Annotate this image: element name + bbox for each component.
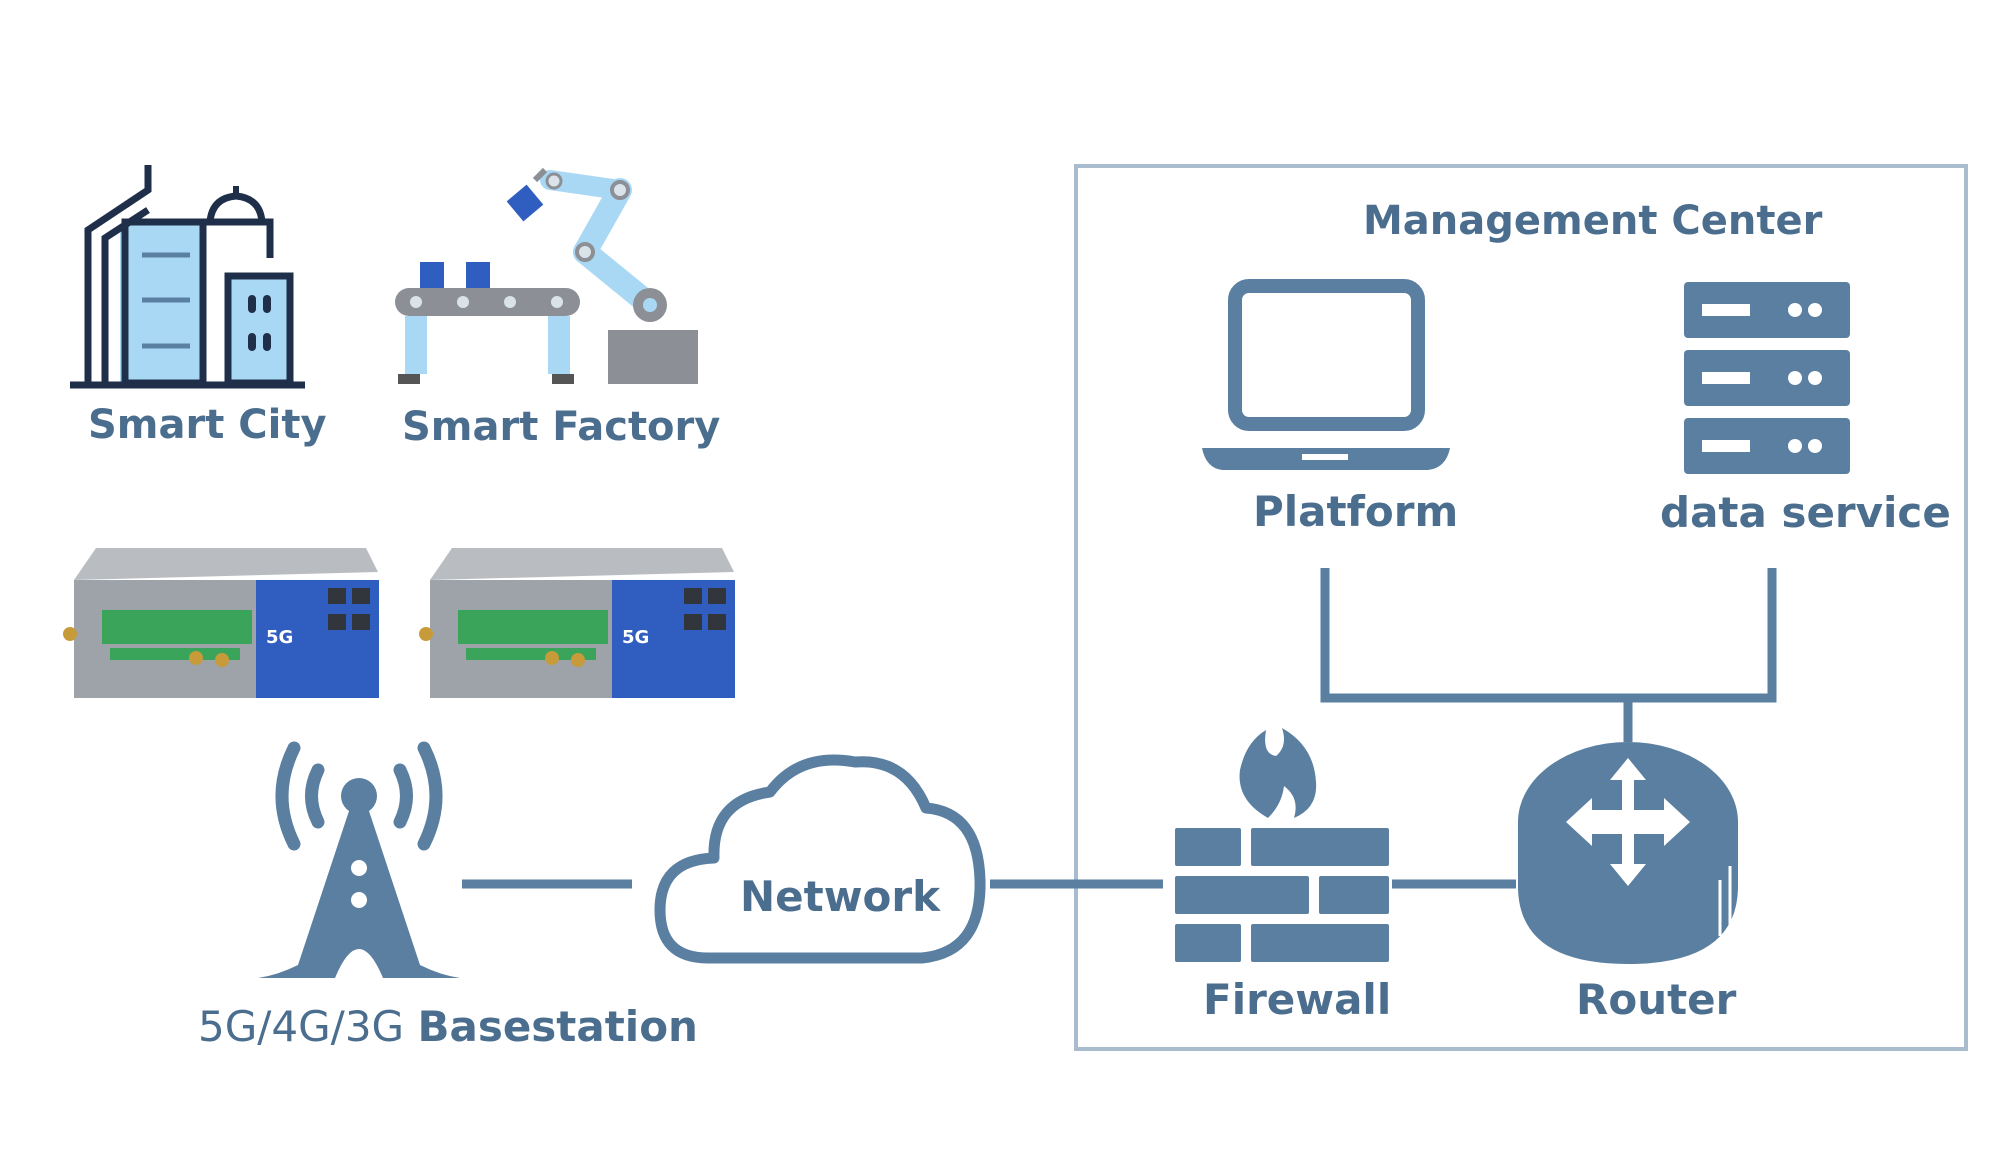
router-icon	[1518, 742, 1738, 964]
link-platform-data-router	[1320, 568, 1777, 742]
basestation-bands: 5G/4G/3G	[198, 1002, 405, 1051]
smart-city-label: Smart City	[88, 402, 327, 448]
industrial-router-device-2: 5G	[419, 548, 735, 698]
cell-tower-icon	[258, 741, 460, 978]
laptop-icon	[1202, 279, 1450, 470]
platform-label: Platform	[1253, 487, 1459, 536]
management-center-frame	[1074, 164, 1968, 1051]
server-rack-icon	[1684, 282, 1850, 474]
network-label: Network	[740, 872, 941, 921]
data-service-label: data service	[1660, 488, 1951, 537]
device-badge: 5G	[266, 627, 293, 648]
basestation-label: 5G/4G/3G Basestation	[198, 1002, 698, 1051]
robot-arm-conveyor-icon	[395, 167, 698, 384]
router-label: Router	[1576, 975, 1737, 1024]
management-center-title: Management Center	[1363, 198, 1823, 244]
smart-city-icon	[70, 165, 305, 389]
basestation-word: Basestation	[417, 1002, 698, 1051]
firewall-icon	[1175, 728, 1389, 962]
device-badge: 5G	[622, 627, 649, 648]
firewall-label: Firewall	[1203, 975, 1392, 1024]
industrial-router-device-1: 5G	[63, 548, 379, 698]
cloud-icon	[654, 754, 986, 964]
smart-factory-label: Smart Factory	[402, 404, 721, 450]
